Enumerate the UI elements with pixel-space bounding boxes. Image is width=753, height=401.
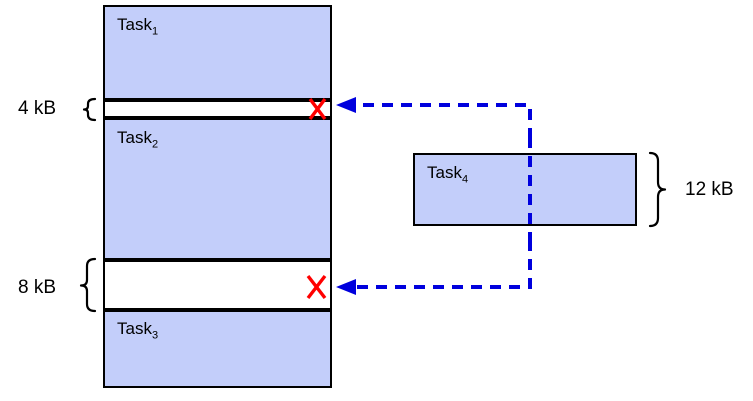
incoming-task4-block bbox=[413, 153, 637, 226]
memory-segment-task3 bbox=[103, 310, 332, 388]
brace-8kb bbox=[79, 257, 97, 313]
hole-4kb-size-label: 4 kB bbox=[18, 98, 57, 119]
label-task4-subscript: 4 bbox=[461, 173, 469, 186]
arrow-to-hole-4kb bbox=[336, 97, 532, 139]
label-task2-text: Task bbox=[117, 128, 152, 147]
label-task1-text: Task bbox=[117, 15, 152, 34]
label-task1-subscript: 1 bbox=[151, 25, 159, 38]
task4-size-label: 12 kB bbox=[685, 179, 734, 200]
label-task3-text: Task bbox=[117, 319, 152, 338]
label-task4: Task4 bbox=[427, 164, 468, 185]
memory-segment-task1 bbox=[103, 5, 332, 100]
label-task3-subscript: 3 bbox=[151, 329, 159, 342]
label-task2: Task2 bbox=[117, 129, 158, 150]
hole-8kb-size-label: 8 kB bbox=[18, 277, 57, 298]
label-task4-text: Task bbox=[427, 163, 462, 182]
label-task2-subscript: 2 bbox=[151, 138, 159, 151]
reject-x-hole-4kb bbox=[308, 97, 327, 121]
brace-12kb bbox=[648, 151, 667, 228]
memory-hole-4kb bbox=[103, 100, 332, 118]
memory-hole-8kb bbox=[103, 260, 332, 310]
label-task3: Task3 bbox=[117, 320, 158, 341]
reject-x-hole-8kb bbox=[306, 274, 327, 300]
arrow-to-hole-8kb bbox=[336, 240, 532, 295]
brace-4kb bbox=[82, 97, 97, 122]
memory-segment-task2 bbox=[103, 118, 332, 260]
label-task1: Task1 bbox=[117, 16, 158, 37]
